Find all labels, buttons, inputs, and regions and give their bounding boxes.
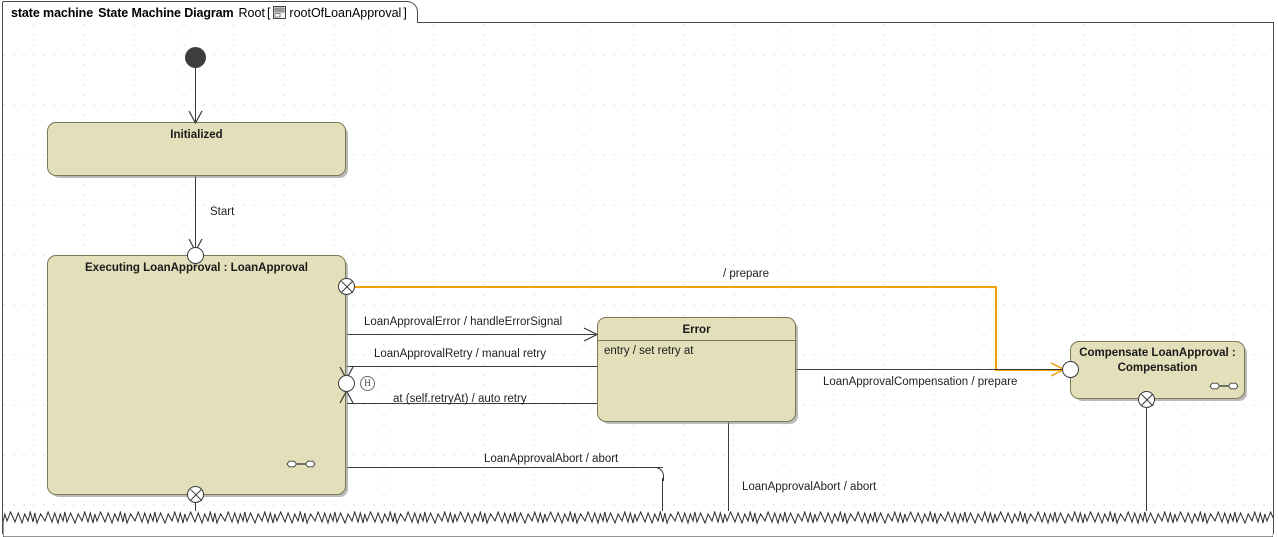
state-compensate-loanapproval[interactable]: Compensate LoanApproval : Compensation xyxy=(1070,341,1245,399)
edge-abort-left-vertical xyxy=(662,478,664,518)
transition-label-prepare: / prepare xyxy=(723,268,770,280)
connector-icon-executing xyxy=(286,456,316,474)
diagram-context-label: Root xyxy=(238,5,265,20)
edge-compensation-prepare xyxy=(796,369,1066,371)
diagram-keyword: state machine xyxy=(11,5,94,20)
transition-label-error-signal: LoanApprovalError / handleErrorSignal xyxy=(364,316,563,328)
edge-abort-left-horizontal xyxy=(347,467,663,469)
state-error[interactable]: Error entry / set retry at xyxy=(597,317,796,422)
state-error-body: entry / set retry at xyxy=(604,345,694,357)
entry-point-executing-retry[interactable] xyxy=(338,375,355,392)
edge-manual-retry xyxy=(347,366,598,368)
connector-icon-compensate xyxy=(1209,378,1239,396)
torn-bottom-edge xyxy=(2,510,1276,537)
transition-label-manual-retry: LoanApprovalRetry / manual retry xyxy=(374,348,546,360)
edge-auto-retry xyxy=(347,403,598,405)
edge-error-signal xyxy=(347,334,598,336)
edge-prepare-vertical xyxy=(995,286,997,370)
state-compensate-title-line2: Compensation xyxy=(1117,362,1198,374)
arrowhead-error-signal xyxy=(583,327,599,347)
state-initialized[interactable]: Initialized xyxy=(47,122,346,176)
state-compensate-title-line1: Compensate LoanApproval : xyxy=(1079,347,1236,359)
edge-abort-error-vertical xyxy=(728,422,730,518)
edge-abort-left-elbow xyxy=(654,467,664,481)
diagram-type-label: State Machine Diagram xyxy=(98,5,234,20)
transition-label-compensation-prepare: LoanApprovalCompensation / prepare xyxy=(823,376,1018,388)
bracket-open: [ xyxy=(266,5,271,20)
entry-point-compensate[interactable] xyxy=(1062,361,1079,378)
diagram-header-tab[interactable]: state machine State Machine Diagram Root… xyxy=(2,1,418,23)
transition-label-abort-left: LoanApprovalAbort / abort xyxy=(484,453,619,465)
arrowhead-auto-retry xyxy=(339,389,354,409)
diagram-frame-topline xyxy=(2,22,1274,23)
edge-initialized-to-executing xyxy=(195,176,197,248)
arrowhead-initial-to-initialized xyxy=(188,110,203,129)
entry-point-executing[interactable] xyxy=(187,247,204,264)
transition-label-auto-retry: at (self.retryAt) / auto retry xyxy=(393,393,527,405)
state-error-separator xyxy=(598,340,795,341)
transition-label-abort-right: LoanApprovalAbort / abort xyxy=(742,481,877,493)
state-executing-loanapproval[interactable]: Executing LoanApproval : LoanApproval xyxy=(47,255,346,495)
exit-point-compensate[interactable] xyxy=(1138,391,1155,408)
edge-initial-to-initialized xyxy=(195,68,197,122)
bracket-close: ] xyxy=(403,5,407,20)
exit-point-executing-prepare[interactable] xyxy=(338,278,355,295)
state-initialized-title: Initialized xyxy=(170,129,223,141)
edge-prepare-horizontal xyxy=(355,286,996,288)
history-pseudostate[interactable]: H xyxy=(360,376,375,391)
exit-point-executing-abort[interactable] xyxy=(187,486,204,503)
initial-pseudostate[interactable] xyxy=(185,47,206,68)
state-executing-title: Executing LoanApproval : LoanApproval xyxy=(85,262,308,274)
state-error-title: Error xyxy=(682,324,711,336)
state-machine-icon xyxy=(273,6,287,19)
edge-compensate-exit-down xyxy=(1146,408,1148,520)
diagram-root-name: rootOfLoanApproval xyxy=(289,5,402,20)
transition-label-start: Start xyxy=(210,206,235,218)
